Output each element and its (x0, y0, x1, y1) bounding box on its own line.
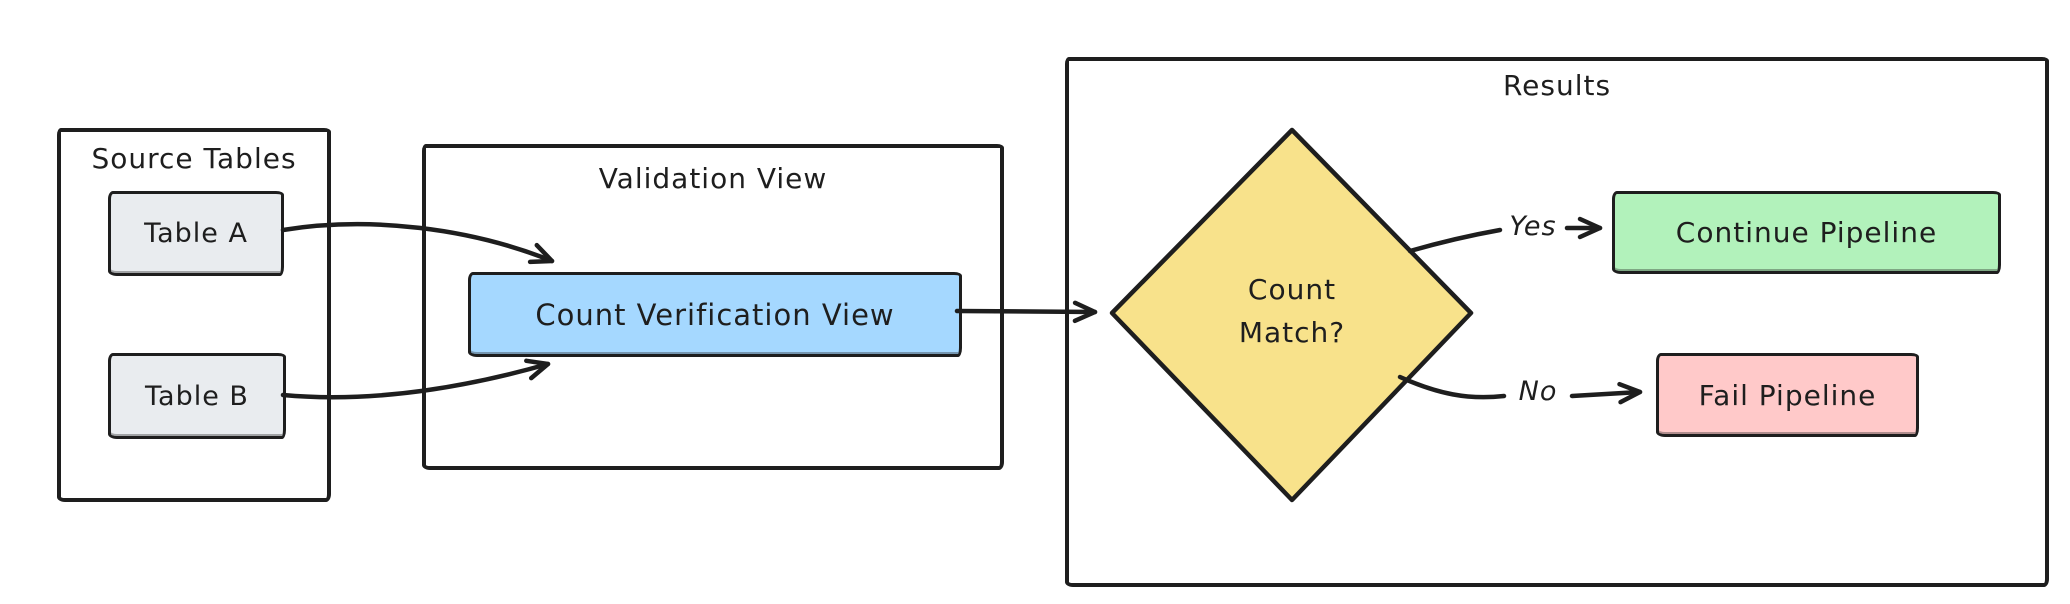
edge-label-yes: Yes (1509, 211, 1557, 242)
node-table-a: Table A (108, 191, 284, 276)
node-count-match-label-line2: Match? (1238, 316, 1346, 349)
container-source-tables: Source Tables (57, 128, 331, 502)
container-validation-view-title: Validation View (598, 162, 828, 195)
node-table-a-label: Table A (144, 218, 248, 249)
node-table-b-label: Table B (145, 380, 249, 412)
container-source-tables-title: Source Tables (91, 142, 297, 175)
container-results-title: Results (1502, 69, 1612, 102)
edge-label-no: No (1518, 376, 1558, 407)
node-count-verification-view-label: Count Verification View (535, 297, 895, 332)
container-validation-view: Validation View (422, 144, 1004, 470)
container-results: Results (1065, 57, 2049, 587)
node-count-verification-view: Count Verification View (468, 272, 962, 357)
node-count-match-label-line1: Count (1247, 273, 1337, 306)
node-fail-pipeline: Fail Pipeline (1656, 353, 1919, 437)
node-continue-pipeline-label: Continue Pipeline (1675, 216, 1938, 249)
node-table-b: Table B (108, 353, 286, 439)
node-fail-pipeline-label: Fail Pipeline (1698, 378, 1877, 412)
node-continue-pipeline: Continue Pipeline (1612, 191, 2001, 274)
node-count-match-label: Count Match? (1182, 268, 1402, 354)
